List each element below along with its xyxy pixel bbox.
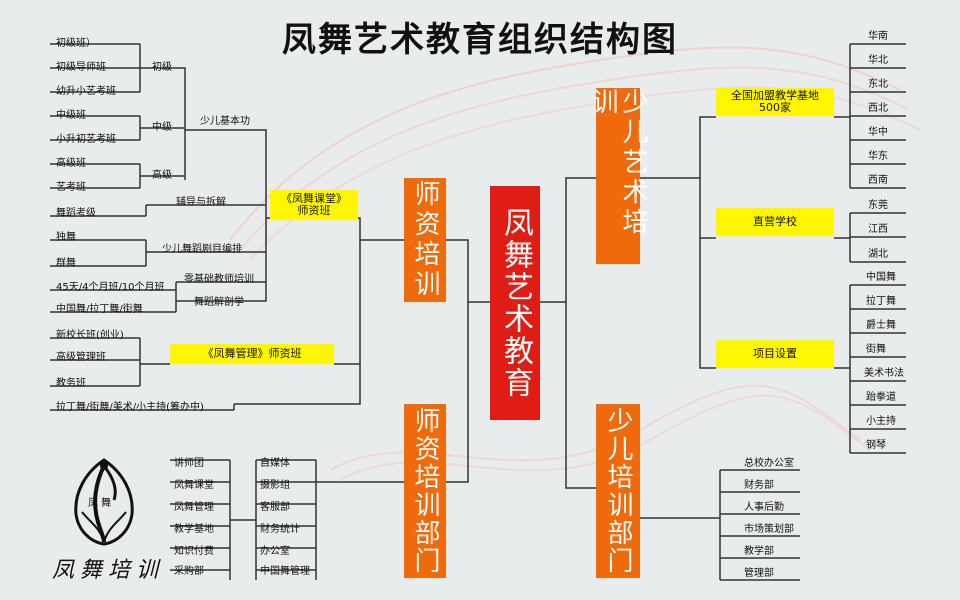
zhiying-item: 湖北 — [868, 249, 888, 260]
ketang-label-2: 师资班 — [297, 204, 331, 217]
guanli-box: 《凤舞管理》师资班 — [170, 344, 334, 364]
choubanzhong-label: 拉丁舞/街舞/美术/小主持(筹办中) — [56, 402, 204, 413]
xiangmu-item: 美术书法 — [864, 368, 904, 379]
dept-item: 知识付费 — [174, 546, 214, 557]
dept-item: 客服部 — [260, 502, 290, 513]
course-item: 幼升小艺考班 — [56, 86, 116, 97]
logo-chars: 凤 舞 — [88, 498, 112, 509]
center-label: 凤舞艺术教育 — [498, 207, 533, 399]
phoenix-logo-icon — [74, 458, 134, 546]
jiameng-count: 500家 — [759, 101, 791, 114]
branch-shaoer-peixun-label: 少儿艺术培训 — [588, 88, 648, 238]
dept-item: 财务统计 — [260, 524, 300, 535]
branch-shaoer-bumen-label: 少儿培训部门 — [603, 407, 633, 575]
dept-item: 总校办公室 — [744, 458, 794, 469]
dept-item: 摄影组 — [260, 480, 290, 491]
dept-item: 凤舞课堂 — [174, 480, 214, 491]
dept-item: 办公室 — [260, 546, 290, 557]
bianpai-label: 少儿舞蹈剧目编排 — [162, 244, 242, 255]
jibengong-label: 少儿基本功 — [200, 116, 250, 127]
branch-shaoer-peixun: 少儿艺术培训 — [588, 88, 648, 264]
course-item: 高级班 — [56, 158, 86, 169]
page-title: 凤舞艺术教育组织结构图 — [282, 20, 678, 60]
level-label: 高级 — [152, 170, 172, 181]
dept-item: 凤舞管理 — [174, 502, 214, 513]
zhiying-box: 直营学校 — [716, 208, 834, 236]
xiangmu-item: 小主持 — [866, 416, 896, 427]
region-item: 东北 — [868, 79, 888, 90]
course-item: 中级班 — [56, 110, 86, 121]
fudao-label: 辅导与拆解 — [176, 197, 226, 208]
level-label: 初级 — [152, 62, 172, 73]
lingjichu-label: 零基础教师培训 — [184, 274, 254, 285]
dept-item: 教学部 — [744, 546, 774, 557]
course-item: 群舞 — [56, 258, 76, 269]
course-item: 中国舞/拉丁舞/街舞 — [56, 304, 143, 315]
branch-shizi-bumen-label: 师资培训部门 — [410, 407, 440, 575]
dept-item: 讲师团 — [174, 458, 204, 469]
xiangmu-item: 爵士舞 — [866, 320, 896, 331]
xiangmu-item: 街舞 — [866, 344, 886, 355]
dept-item: 市场策划部 — [744, 524, 794, 535]
zhiying-item: 东莞 — [868, 200, 888, 211]
course-item: 舞蹈考级 — [56, 208, 96, 219]
xiangmu-item: 钢琴 — [866, 440, 886, 451]
course-item: 45天/4个月班/10个月班 — [56, 282, 165, 293]
ketang-label-1: 《凤舞课堂》 — [281, 192, 347, 205]
course-item: 小升初艺考班 — [56, 134, 116, 145]
zhiying-label: 直营学校 — [753, 215, 797, 228]
xiangmu-box: 项目设置 — [716, 340, 834, 368]
xiangmu-item: 跆拳道 — [866, 392, 896, 403]
branch-shizi-peixun: 师资培训 — [404, 178, 446, 302]
branch-shaoer-bumen: 少儿培训部门 — [596, 404, 640, 578]
course-item: 初级导师班 — [56, 62, 106, 73]
guanli-label: 《凤舞管理》师资班 — [202, 347, 302, 360]
jiameng-label: 全国加盟教学基地 — [731, 89, 819, 102]
region-item: 华南 — [868, 31, 888, 42]
dept-item: 教学基地 — [174, 524, 214, 535]
jiepou-label: 舞蹈解剖学 — [194, 297, 244, 308]
dept-item: 财务部 — [744, 480, 774, 491]
dept-item: 采购部 — [174, 566, 204, 577]
course-item: 初级班） — [56, 38, 96, 49]
dept-item: 中国舞管理 — [260, 566, 310, 577]
xiangmu-item: 拉丁舞 — [866, 296, 896, 307]
region-item: 西北 — [868, 103, 888, 114]
dept-item: 人事后勤 — [744, 502, 784, 513]
guanli-item: 教务班 — [56, 378, 86, 389]
course-item: 独舞 — [56, 232, 76, 243]
level-label: 中级 — [152, 122, 172, 133]
zhiying-item: 江西 — [868, 224, 888, 235]
region-item: 华东 — [868, 151, 888, 162]
jiameng-box: 全国加盟教学基地 500家 — [716, 88, 834, 116]
course-item: 艺考班 — [56, 182, 86, 193]
xiangmu-label: 项目设置 — [753, 347, 797, 360]
ketang-box: 《凤舞课堂》 师资班 — [270, 190, 358, 220]
brand-text: 凤舞培训 — [52, 558, 165, 583]
dept-item: 自媒体 — [260, 458, 290, 469]
region-item: 华中 — [868, 127, 888, 138]
branch-shizi-peixun-label: 师资培训 — [410, 180, 440, 300]
region-item: 华北 — [868, 55, 888, 66]
dept-item: 管理部 — [744, 568, 774, 579]
region-item: 西南 — [868, 175, 888, 186]
center-box: 凤舞艺术教育 — [490, 186, 540, 420]
branch-shizi-bumen: 师资培训部门 — [404, 404, 446, 578]
xiangmu-item: 中国舞 — [866, 272, 896, 283]
guanli-item: 新校长班(创业) — [56, 330, 124, 341]
guanli-item: 高级管理班 — [56, 352, 106, 363]
